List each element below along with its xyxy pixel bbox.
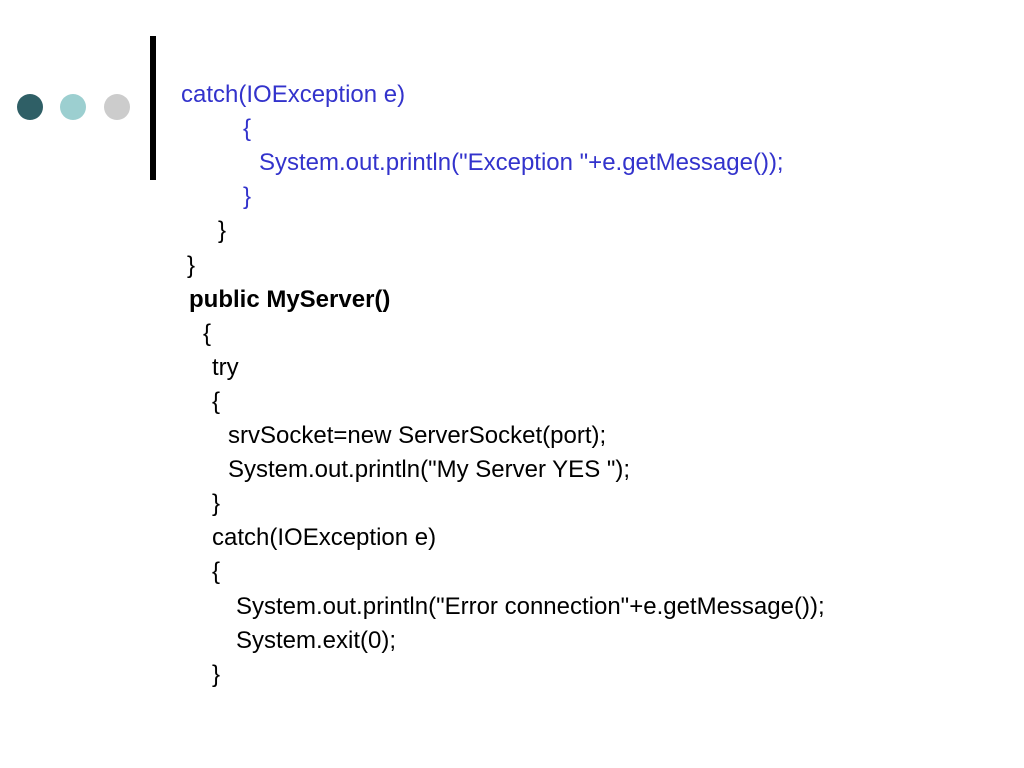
code-line: System.exit(0); <box>236 627 397 654</box>
code-line: } <box>218 217 227 244</box>
decorative-dot-light-teal <box>60 94 86 120</box>
code-line: System.out.println("Error connection"+e.… <box>236 593 825 620</box>
code-line: } <box>243 183 252 210</box>
code-line: } <box>212 661 221 688</box>
code-line: System.out.println("Exception "+e.getMes… <box>259 149 784 176</box>
code-line: srvSocket=new ServerSocket(port); <box>228 422 607 449</box>
code-line: catch(IOException e) <box>181 81 406 108</box>
decorative-vertical-bar <box>150 36 156 180</box>
code-line: } <box>212 490 221 517</box>
code-line: { <box>203 320 212 347</box>
code-line: try <box>212 354 239 381</box>
code-line: catch(IOException e) <box>212 524 437 551</box>
code-line: { <box>212 388 221 415</box>
decorative-dot-gray <box>104 94 130 120</box>
code-line: System.out.println("My Server YES "); <box>228 456 631 483</box>
decorative-dot-dark-teal <box>17 94 43 120</box>
code-line: } <box>187 252 196 279</box>
code-line-method-signature: public MyServer() <box>189 286 391 313</box>
code-line: { <box>212 558 221 585</box>
code-line: { <box>243 115 252 142</box>
